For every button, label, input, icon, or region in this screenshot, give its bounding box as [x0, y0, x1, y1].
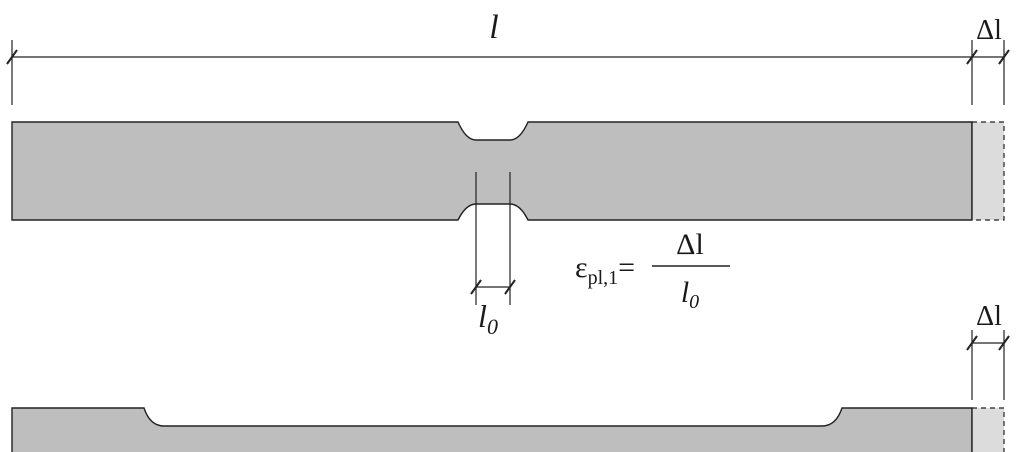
total-length-dimension [6, 40, 1010, 105]
gauge-length-dimension [470, 172, 516, 305]
formula-denominator: l0 [681, 276, 699, 313]
gauge-length-label: l0 [478, 298, 498, 339]
elongation-extension-bottom [972, 408, 1004, 452]
strain-formula: εpl,1= Δl l0 [575, 228, 730, 313]
elongation-dimension-bottom [966, 330, 1010, 400]
extension-outline-bottom [972, 407, 1005, 452]
elongation-label-bottom: Δl [976, 301, 1002, 332]
elongation-extension-top [972, 122, 1004, 220]
total-length-label: l [489, 9, 498, 46]
elongation-label-top: Δl [976, 15, 1002, 46]
formula-numerator: Δl [676, 228, 704, 261]
reduced-section-specimen [11, 407, 973, 452]
extension-outline-top [972, 121, 1005, 221]
notched-specimen [11, 121, 973, 221]
formula-lhs: εpl,1= [575, 251, 635, 289]
